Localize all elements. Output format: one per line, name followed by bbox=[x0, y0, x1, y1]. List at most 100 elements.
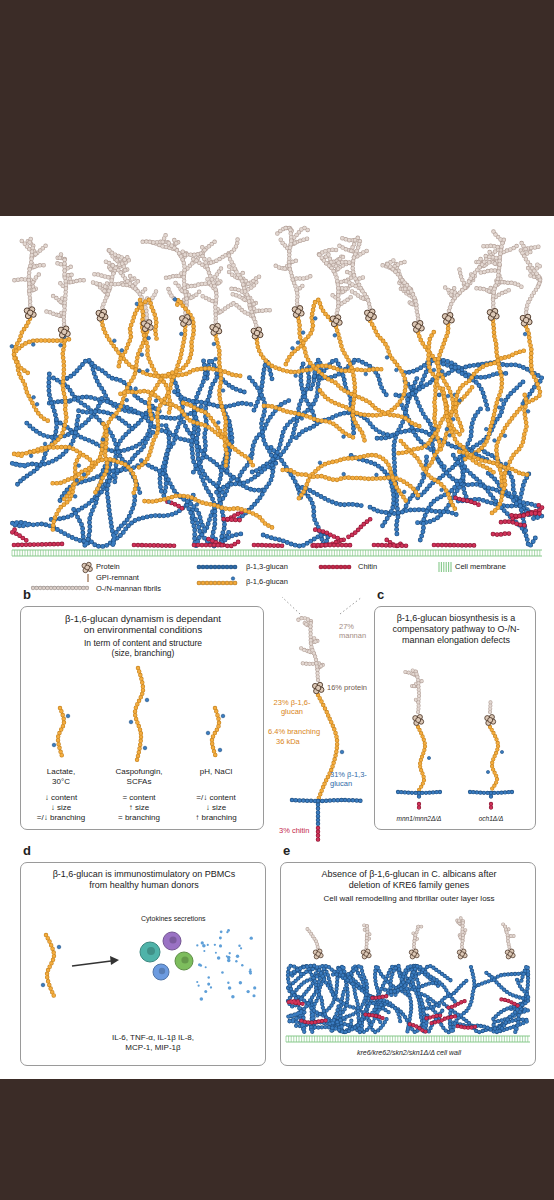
cytokine-dot bbox=[236, 955, 239, 958]
mannan-fibril bbox=[489, 287, 491, 291]
annotation: Cytokines secretions bbox=[141, 915, 206, 923]
mannan-fibril-outline bbox=[335, 265, 338, 269]
cytokine-dot bbox=[250, 936, 253, 939]
beta-1-6-glucan bbox=[283, 470, 418, 495]
protein-coil bbox=[488, 717, 493, 722]
chitin bbox=[301, 1020, 326, 1022]
beta-1-6-glucan bbox=[418, 727, 425, 790]
protein bbox=[141, 320, 153, 332]
mannan-fibril-outline bbox=[445, 287, 458, 294]
beta-1-6-glucan bbox=[490, 727, 498, 790]
mannan-fibril-outline bbox=[293, 275, 312, 279]
mannan-fibril bbox=[479, 258, 482, 262]
mannan-fibril bbox=[505, 927, 510, 950]
beta-1-6-glucan-outline bbox=[264, 406, 353, 438]
mannan-fibril-outline bbox=[366, 926, 367, 950]
branch-glucose bbox=[486, 770, 489, 773]
protein-coil bbox=[183, 318, 189, 324]
legend-swatch bbox=[318, 562, 354, 572]
mannan-fibril-outline bbox=[338, 262, 353, 263]
condition-effect: =/↓ content bbox=[181, 793, 251, 803]
protein-coil bbox=[27, 310, 33, 316]
mannan-fibril-outline bbox=[414, 927, 418, 950]
mannan-fibril-outline bbox=[289, 228, 298, 307]
cytokine-dot bbox=[207, 983, 210, 986]
branch-glucose bbox=[318, 375, 322, 379]
branch-glucose bbox=[217, 421, 221, 425]
protein-coil bbox=[85, 565, 90, 570]
branch-glucose bbox=[352, 361, 356, 365]
condition-name: pH, NaCl bbox=[186, 767, 246, 777]
panel-letter: d bbox=[23, 843, 31, 859]
branch-glucose bbox=[143, 746, 147, 750]
chitin-outline bbox=[434, 543, 474, 548]
mannan-fibril-outline bbox=[448, 258, 486, 314]
chitin bbox=[501, 522, 524, 526]
cell-nucleus bbox=[159, 968, 165, 974]
condition-effect: ↓ size bbox=[26, 803, 96, 813]
mannan-fibril-outline bbox=[91, 282, 109, 290]
mannan-fibril bbox=[448, 258, 486, 314]
beta-1-3-glucan-outline bbox=[385, 966, 454, 1002]
genotype-label: och1Δ/Δ bbox=[461, 815, 521, 823]
mannan-fibril-outline bbox=[216, 304, 233, 314]
chitin bbox=[448, 1001, 467, 1008]
mannan-fibril bbox=[521, 251, 540, 317]
cytokine-dot bbox=[210, 986, 212, 988]
mannan-fibril bbox=[353, 241, 371, 311]
cytokine-dot bbox=[229, 952, 231, 954]
chitin bbox=[499, 999, 518, 1005]
cytokine-dot bbox=[196, 981, 198, 983]
beta-1-6-glucan bbox=[135, 668, 143, 760]
mannan-fibril-outline bbox=[201, 246, 204, 250]
protein-coil bbox=[213, 327, 219, 333]
protein bbox=[457, 949, 467, 959]
branch-glucose bbox=[75, 479, 79, 483]
branch-glucose bbox=[432, 368, 436, 372]
branch-glucose bbox=[395, 368, 399, 372]
chitin bbox=[194, 543, 224, 547]
membrane-layer bbox=[12, 550, 542, 556]
beta-1-6-glucan bbox=[53, 457, 79, 530]
cytokine-dot bbox=[207, 944, 209, 946]
chitin-outline bbox=[254, 543, 285, 549]
mannan-fibril bbox=[163, 233, 167, 242]
mannan-fibril bbox=[129, 275, 132, 279]
branch-glucose bbox=[173, 298, 177, 302]
mannan-fibril-outline bbox=[105, 282, 107, 286]
chitin-outline bbox=[348, 518, 371, 537]
mannan-fibril bbox=[319, 250, 338, 255]
cytokine-dot bbox=[219, 937, 222, 940]
chitin-outline bbox=[493, 534, 511, 535]
cytokine-dot bbox=[249, 968, 251, 970]
beta-1-6-glucan bbox=[14, 319, 51, 422]
beta-1-3-glucan-outline bbox=[12, 523, 88, 544]
chitin bbox=[431, 1016, 455, 1023]
chitin bbox=[134, 543, 174, 547]
mannan-fibril bbox=[216, 278, 218, 282]
beta-1-6-glucan bbox=[428, 332, 459, 434]
mannan-fibril bbox=[293, 275, 312, 279]
chitin bbox=[456, 498, 479, 505]
branch-glucose bbox=[445, 427, 449, 431]
cytokine-dot bbox=[207, 976, 209, 978]
mannan-fibril-outline bbox=[60, 253, 62, 258]
panel-title: β-1,6-glucan biosynthesis is a compensat… bbox=[383, 613, 529, 645]
branch-glucose bbox=[342, 472, 346, 476]
beta-1-3-glucan-outline bbox=[493, 980, 528, 1032]
cytokine-dot bbox=[227, 982, 229, 984]
legend-swatch bbox=[84, 573, 92, 583]
mannan-fibril bbox=[91, 282, 109, 290]
branch-glucose bbox=[221, 389, 225, 393]
beta-1-3-glucan-outline bbox=[391, 966, 412, 1032]
legend-text: β-1,6-glucan bbox=[246, 577, 288, 586]
legend-text: Cell membrane bbox=[455, 562, 506, 571]
mannan-fibril-outline bbox=[64, 259, 66, 328]
protein bbox=[487, 308, 499, 320]
cytokine-dot bbox=[214, 944, 216, 946]
panel-title: β-1,6-glucan dynamism is dependant on en… bbox=[63, 613, 223, 636]
beta-1-6-glucan-outline bbox=[456, 351, 524, 431]
branch-glucose bbox=[249, 454, 253, 458]
cytokine-dot bbox=[219, 944, 222, 947]
chitin-outline bbox=[288, 1001, 303, 1004]
